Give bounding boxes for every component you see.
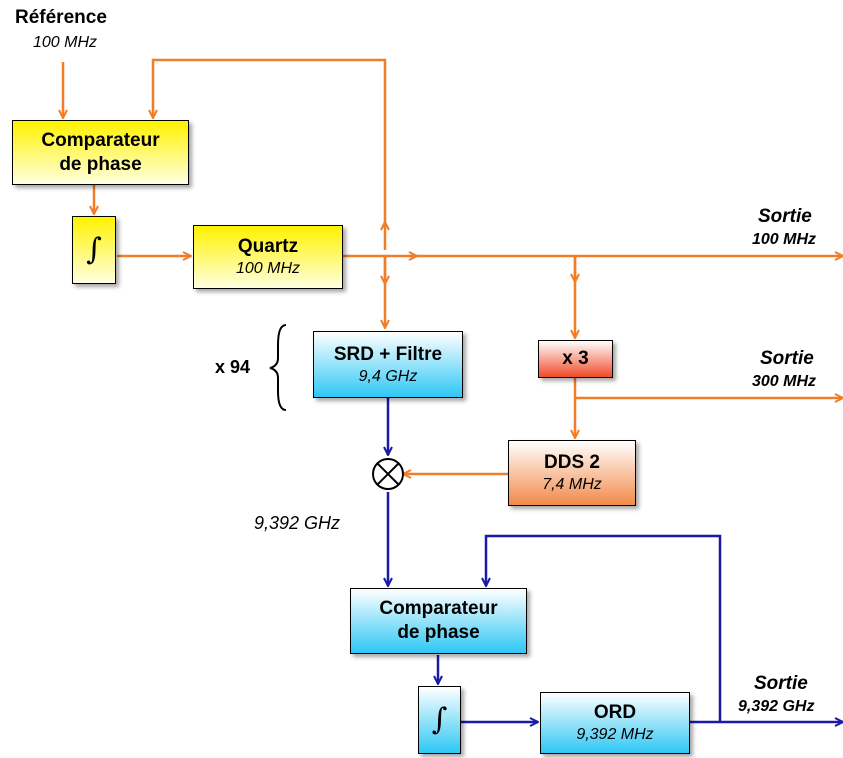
integral-icon: ∫ <box>86 232 102 267</box>
multiplier-x3: x 3 <box>538 340 613 378</box>
mixer-icon <box>372 458 404 490</box>
srd-name: SRD + Filtre <box>333 343 443 365</box>
reference-title: Référence <box>15 7 107 28</box>
integrator-bottom: ∫ <box>418 686 461 754</box>
output-300-frequency: 300 MHz <box>752 373 817 390</box>
integrator-top: ∫ <box>72 216 116 284</box>
output-100-frequency: 100 MHz <box>752 231 817 248</box>
dds2: DDS 2 7,4 MHz <box>508 440 636 506</box>
integral-icon: ∫ <box>431 702 448 737</box>
quartz-name: Quartz <box>237 236 299 257</box>
phase-comparator-bottom-line2: de phase <box>397 622 480 643</box>
phase-comparator-top: Comparateur de phase <box>12 120 189 185</box>
srd-frequency: 9,4 GHz <box>358 367 418 385</box>
reference-frequency: 100 MHz <box>33 34 98 51</box>
brace-icon <box>269 324 287 411</box>
quartz-frequency: 100 MHz <box>235 260 301 277</box>
phase-comparator-top-line2: de phase <box>59 153 142 175</box>
output-100-label: Sortie <box>758 206 812 227</box>
arrow-feedback-to-bottom-comparator <box>486 534 722 722</box>
mixed-frequency-label: 9,392 GHz <box>254 513 341 533</box>
ord-oscillator: ORD 9,392 MHz <box>540 692 690 754</box>
dds-name: DDS 2 <box>544 452 600 473</box>
srd-filter: SRD + Filtre 9,4 GHz <box>313 331 463 398</box>
quartz-oscillator: Quartz 100 MHz <box>193 225 343 289</box>
multiplier-94-label: x 94 <box>215 357 251 377</box>
arrow-feedback-to-comparator <box>153 58 387 228</box>
output-300-label: Sortie <box>760 348 814 369</box>
ord-frequency: 9,392 MHz <box>576 726 654 743</box>
x3-label: x 3 <box>562 348 589 369</box>
phase-comparator-top-line1: Comparateur <box>41 129 160 151</box>
phase-comparator-bottom: Comparateur de phase <box>350 588 527 654</box>
output-9392-label: Sortie <box>754 673 808 694</box>
dds-frequency: 7,4 MHz <box>542 476 602 493</box>
output-9392-frequency: 9,392 GHz <box>738 698 815 715</box>
phase-comparator-bottom-line1: Comparateur <box>379 598 498 619</box>
ord-name: ORD <box>593 702 637 723</box>
